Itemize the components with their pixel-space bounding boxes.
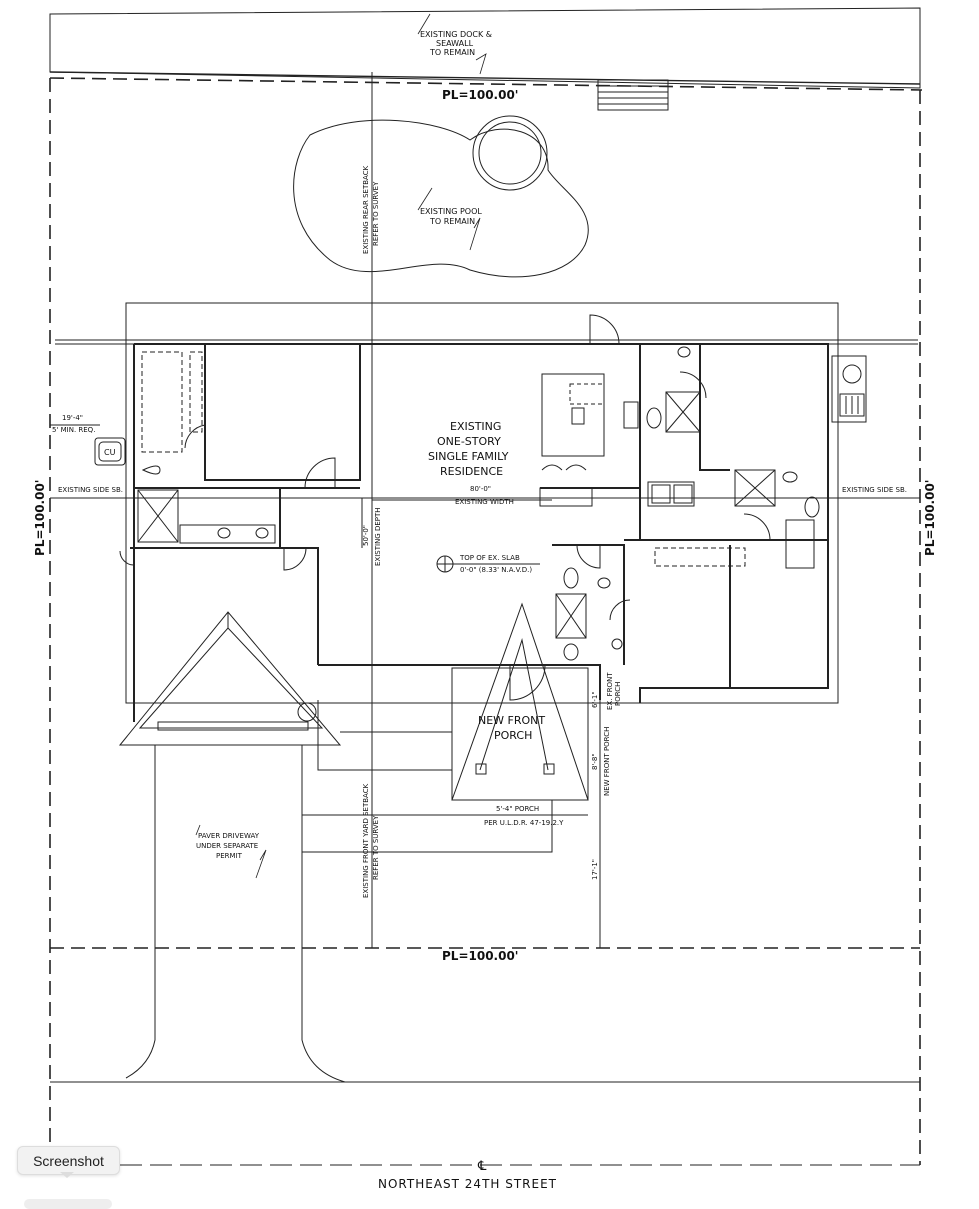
pool-label-2: TO REMAIN — [429, 217, 475, 226]
front-dim: 17'-1" — [591, 859, 599, 880]
setback-lines — [50, 72, 920, 948]
tooltip-shadow — [24, 1199, 112, 1209]
ac-unit-label: CU — [104, 448, 116, 457]
new-porch-label: NEW FRONT PORCH — [603, 727, 611, 796]
ex-porch-dim: 6'-1" — [591, 691, 599, 708]
dimension-lines — [50, 424, 601, 948]
house-walls — [130, 343, 829, 722]
rear-setback-label-1: EXISTING REAR SETBACK — [362, 165, 370, 254]
gable-roof-porch — [451, 602, 589, 801]
pool-equipment — [831, 355, 867, 423]
driveway-label-2: UNDER SEPARATE — [196, 842, 258, 850]
dock-label-1: EXISTING DOCK & — [420, 30, 492, 39]
driveway — [125, 700, 553, 1083]
tooltip-label: Screenshot — [33, 1152, 104, 1169]
pl-left-label: PL=100.00' — [33, 480, 47, 556]
min-dim: 19'-4" — [62, 414, 83, 422]
leader-arrows — [195, 13, 487, 879]
pl-top-label: PL=100.00' — [442, 88, 518, 102]
dock-label-3: TO REMAIN — [429, 48, 475, 57]
door-swings — [119, 314, 771, 701]
driveway-label-1: PAVER DRIVEWAY — [198, 832, 260, 840]
ac-unit-box — [94, 437, 126, 466]
residence-label-2: ONE-STORY — [437, 435, 501, 448]
street-label: NORTHEAST 24TH STREET — [378, 1177, 557, 1191]
side-sb-right: EXISTING SIDE SB. — [842, 486, 907, 494]
dock-steps — [597, 79, 669, 111]
gable-roof-left — [118, 611, 342, 746]
spa-inner — [478, 121, 542, 185]
residence-label-1: EXISTING — [450, 420, 501, 433]
new-porch-dim: 8'-8" — [591, 753, 599, 770]
driveway-label-3: PERMIT — [216, 852, 243, 860]
width-label: EXISTING WIDTH — [455, 498, 514, 506]
depth-label: EXISTING DEPTH — [374, 507, 382, 566]
pl-bottom-label: PL=100.00' — [442, 949, 518, 963]
slab-label-1: TOP OF EX. SLAB — [459, 554, 520, 562]
residence-label-3: SINGLE FAMILY — [428, 450, 509, 463]
centerline-symbol: ℄ — [477, 1159, 487, 1174]
porch-label-1: NEW FRONT — [478, 714, 545, 727]
roof-outline — [125, 302, 839, 704]
front-setback-label-2: REFER TO SURVEY — [372, 815, 380, 880]
depth-dim: 50'-0" — [362, 525, 370, 546]
front-setback-label-1: EXISTING FRONT YARD SETBACK — [362, 783, 370, 898]
dock-label-2: SEAWALL — [436, 39, 474, 48]
residence-label-4: RESIDENCE — [440, 465, 503, 478]
spa-outer — [472, 115, 548, 191]
ex-porch-label-2: PORCH — [614, 682, 622, 706]
porch-width-label-1: 5'-4" PORCH — [496, 805, 539, 813]
rear-setback-label-2: REFER TO SURVEY — [372, 181, 380, 246]
pool-outline — [293, 119, 589, 278]
ex-porch-label-1: EX. FRONT — [606, 672, 614, 710]
text-layer: EXISTING DOCK & SEAWALL TO REMAIN PL=100… — [33, 30, 937, 1191]
property-line — [49, 77, 923, 1165]
pl-right-label: PL=100.00' — [923, 480, 937, 556]
slab-symbol-shape — [436, 555, 540, 573]
screenshot-tooltip: Screenshot — [17, 1146, 120, 1175]
porch-width-label-2: PER U.L.D.R. 47-19.2.Y — [484, 819, 564, 827]
min-req: 5' MIN. REQ. — [52, 426, 95, 434]
closets — [141, 351, 746, 567]
tooltip-tail — [60, 1172, 74, 1178]
slab-label-2: 0'-0" (8.33' N.A.V.D.) — [460, 566, 532, 574]
side-sb-left: EXISTING SIDE SB. — [58, 486, 123, 494]
pool-label-1: EXISTING POOL — [420, 207, 482, 216]
width-dim: 80'-0" — [470, 485, 491, 493]
fixtures — [137, 346, 820, 661]
kitchen-island — [541, 373, 605, 457]
porch-label-2: PORCH — [494, 729, 532, 742]
dock-outline — [49, 7, 921, 89]
